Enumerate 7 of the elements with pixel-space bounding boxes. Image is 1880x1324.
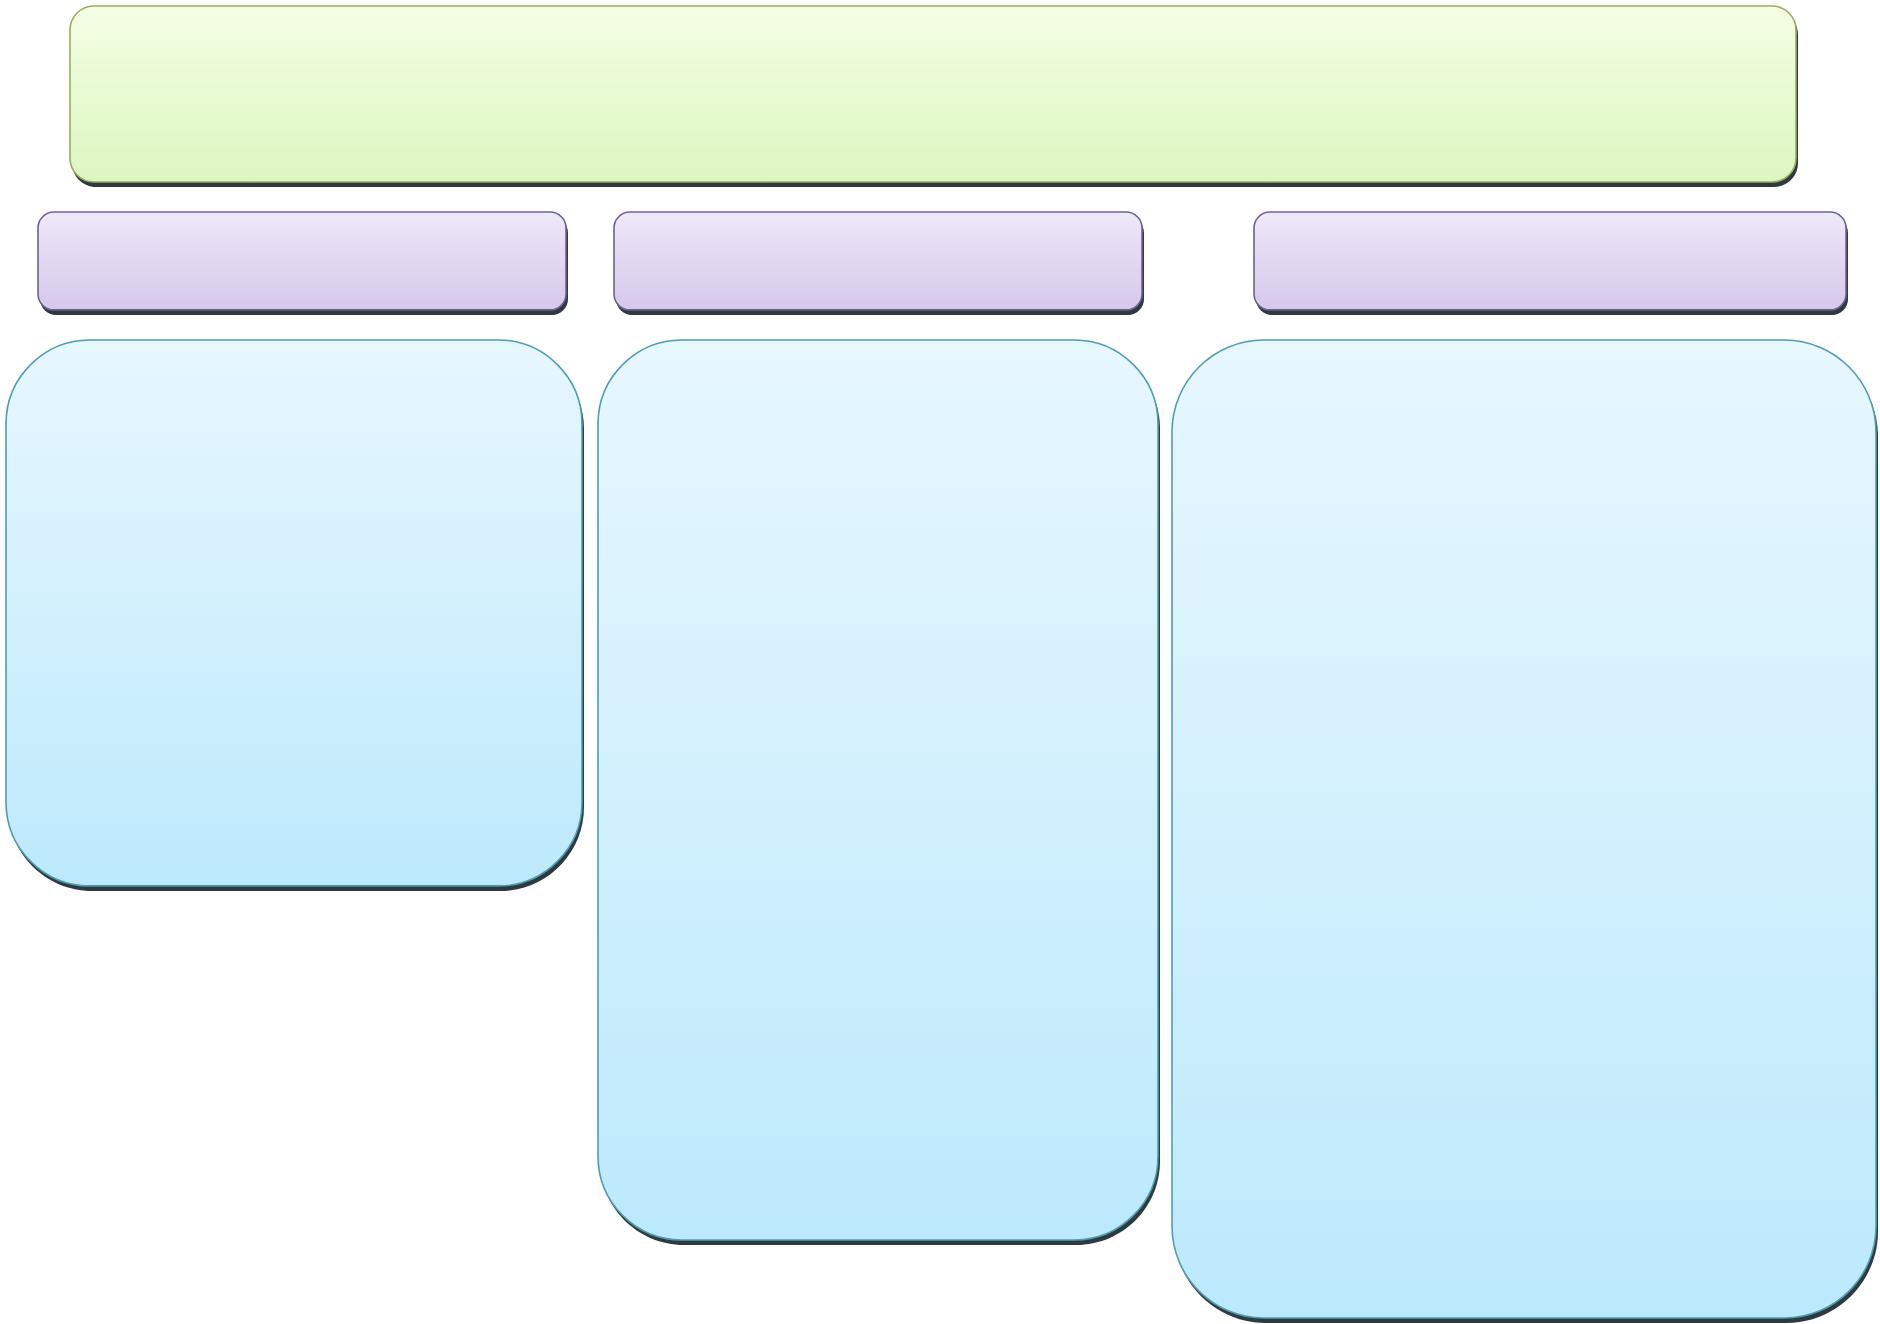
panel-box (5, 339, 584, 891)
panel-box (1171, 339, 1878, 1323)
header-box (613, 211, 1144, 315)
banner-box (69, 5, 1798, 187)
header-box (37, 211, 568, 315)
header-box (1253, 211, 1848, 315)
panel-box (597, 339, 1160, 1245)
